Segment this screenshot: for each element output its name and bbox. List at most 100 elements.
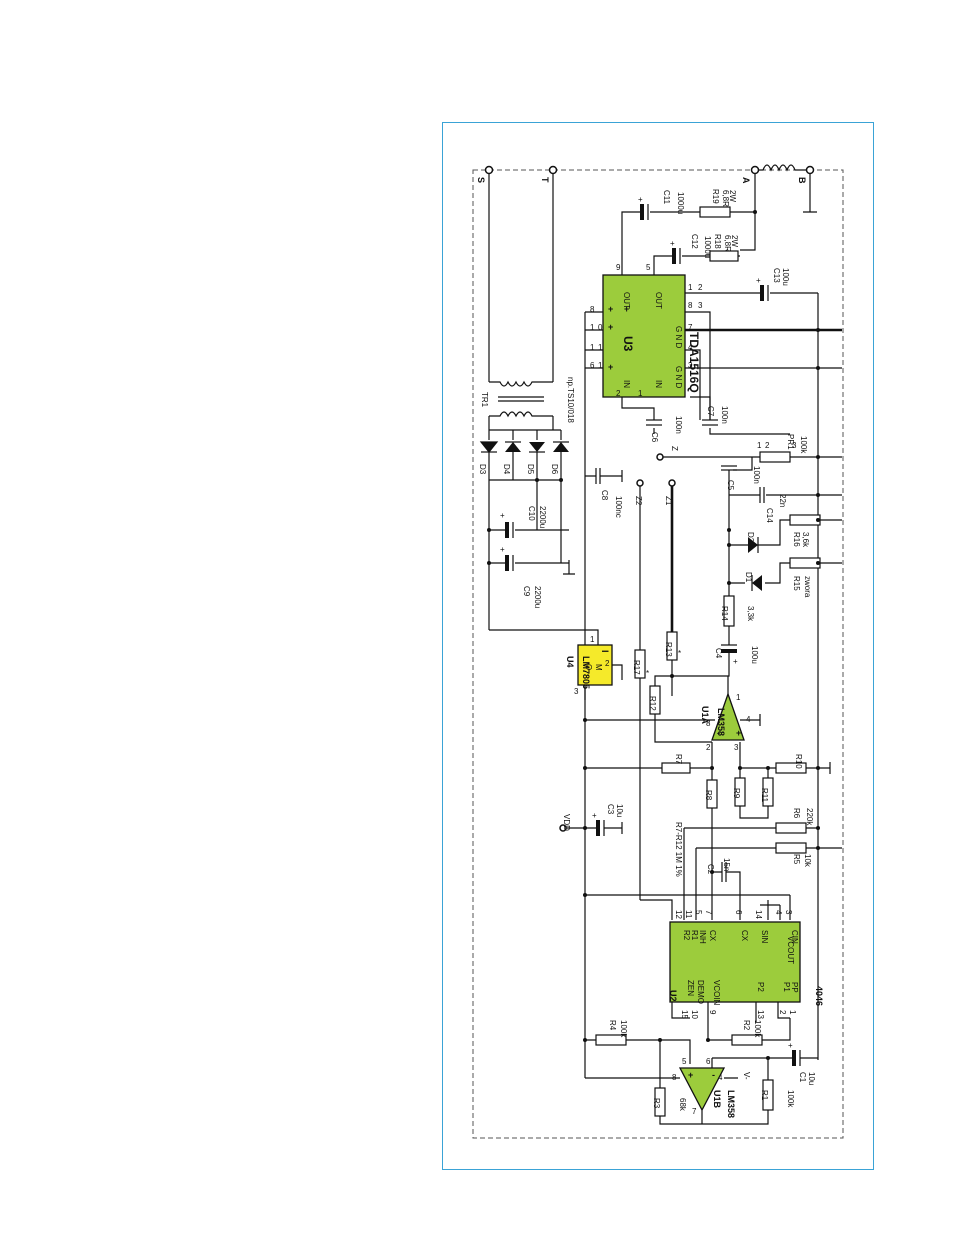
terminal-b[interactable]: B	[797, 165, 815, 185]
svg-text:D5: D5	[526, 464, 535, 475]
svg-text:C12: C12	[690, 234, 699, 249]
svg-text:+: +	[608, 362, 613, 372]
svg-text:C3: C3	[606, 804, 615, 815]
svg-text:0: 0	[598, 323, 603, 332]
svg-text:6: 6	[734, 910, 743, 915]
svg-text:9: 9	[708, 1010, 717, 1015]
svg-text:SIN: SIN	[760, 930, 769, 944]
wire-cap-bus	[536, 480, 562, 563]
svg-text:C1: C1	[798, 1072, 807, 1083]
svg-text:1: 1	[688, 283, 693, 292]
svg-text:PR1: PR1	[786, 434, 795, 450]
svg-text:-: -	[712, 1070, 715, 1080]
svg-text:6,8R: 6,8R	[721, 190, 730, 207]
svg-text:R15: R15	[792, 576, 801, 591]
svg-text:R3: R3	[652, 1098, 661, 1109]
svg-text:R8: R8	[704, 790, 713, 801]
schematic-frame	[442, 122, 874, 1170]
svg-text:INH: INH	[698, 930, 707, 944]
svg-text:4: 4	[718, 1073, 723, 1082]
wire-u2-bottom	[671, 1002, 790, 1040]
svg-text:1: 1	[598, 361, 603, 370]
terminal-t[interactable]: T	[540, 165, 558, 184]
svg-text:14: 14	[754, 910, 763, 919]
svg-text:C8: C8	[600, 490, 609, 501]
svg-text:CX: CX	[740, 930, 749, 942]
svg-text:PP: PP	[790, 982, 799, 993]
svg-text:D1: D1	[744, 572, 753, 583]
svg-text:D2: D2	[746, 532, 755, 543]
svg-text:U1A: U1A	[700, 706, 710, 725]
diode-d3: D3	[478, 441, 499, 475]
svg-text:OUT: OUT	[622, 292, 631, 309]
svg-text:100u: 100u	[781, 268, 790, 286]
wire-mains	[488, 174, 554, 382]
svg-text:C5: C5	[726, 480, 735, 491]
capacitor-c4: + C4 100u	[672, 644, 759, 677]
svg-text:Z1: Z1	[664, 496, 673, 506]
svg-text:O: O	[584, 664, 593, 670]
svg-text:R12: R12	[648, 696, 657, 711]
svg-text:np.TS10/018: np.TS10/018	[566, 377, 575, 423]
wire-u2-top	[585, 894, 791, 920]
u2-labels: U2 4046 ZEN DEMO VCOIN P2 P1 PP R2 R1 IN…	[668, 930, 824, 1006]
svg-text:P1: P1	[782, 982, 791, 992]
transformer-tr1: TR1 np.TS10/018	[480, 377, 575, 423]
svg-text:3: 3	[792, 441, 797, 450]
svg-text:+: +	[638, 195, 643, 204]
svg-text:LM358: LM358	[716, 708, 726, 736]
u2-pins: 12 11 5 7 6 14 4 3 15 10 9 13 2 1	[674, 910, 797, 1019]
resistor-r13: R13 *	[664, 631, 681, 696]
svg-text:1: 1	[590, 323, 595, 332]
terminal-vdd[interactable]: VDD	[559, 814, 571, 832]
svg-text:U1B: U1B	[712, 1090, 722, 1109]
svg-text:zwora: zwora	[803, 576, 812, 598]
svg-text:R7: R7	[674, 754, 683, 765]
terminal-z[interactable]: Z	[656, 446, 679, 461]
svg-text:100u: 100u	[750, 646, 759, 664]
svg-text:100k: 100k	[786, 1090, 795, 1108]
svg-text:+: +	[688, 1070, 693, 1080]
svg-text:100n: 100n	[752, 466, 761, 484]
svg-text:3: 3	[698, 301, 703, 310]
svg-text:G N D: G N D	[674, 326, 683, 348]
svg-text:R11: R11	[760, 788, 769, 803]
svg-text:5: 5	[646, 263, 651, 272]
u3-labels: U3 TDA1516Q OUT OUT IN IN G N D G N D + …	[608, 292, 701, 393]
svg-text:100k: 100k	[753, 1020, 762, 1038]
u4-labels: U4 LM7805 O M I 1 2 3	[565, 635, 610, 696]
svg-text:U2: U2	[668, 990, 678, 1002]
svg-text:11: 11	[684, 910, 693, 919]
potentiometer-pr1: 1 2 3 PR1 100k	[757, 434, 808, 463]
terminal-a[interactable]: A	[741, 165, 760, 185]
svg-text:R19: R19	[711, 189, 720, 204]
ground-b	[803, 174, 817, 213]
svg-text:7: 7	[692, 1107, 697, 1116]
svg-text:R10: R10	[794, 754, 803, 769]
svg-text:CX: CX	[708, 930, 717, 942]
svg-text:4: 4	[774, 910, 783, 915]
terminal-s[interactable]: S	[476, 165, 494, 184]
terminal-z2[interactable]: Z2	[634, 479, 644, 506]
svg-text:C7: C7	[706, 406, 715, 417]
svg-text:LM358: LM358	[726, 1090, 736, 1118]
terminal-z1[interactable]: Z1	[664, 479, 676, 506]
svg-text:R1: R1	[690, 930, 699, 941]
junction-dots	[487, 210, 820, 1060]
capacitor-c12: + C12 1000u	[670, 234, 712, 264]
svg-text:1: 1	[788, 1010, 797, 1015]
svg-text:I: I	[600, 650, 610, 653]
resistor-r2: R2 100k	[708, 1018, 791, 1046]
svg-text:68k: 68k	[678, 1098, 687, 1112]
svg-text:*: *	[646, 669, 649, 678]
capacitor-c8: C8 100nc	[585, 468, 623, 518]
svg-text:+: +	[756, 276, 761, 285]
svg-text:R5: R5	[792, 854, 801, 865]
svg-text:7: 7	[688, 323, 693, 332]
resistor-r12: R12	[648, 675, 712, 743]
svg-text:100k: 100k	[799, 436, 808, 454]
svg-text:10u: 10u	[807, 1072, 816, 1085]
svg-text:1: 1	[638, 389, 643, 398]
svg-text:R1: R1	[760, 1090, 769, 1101]
svg-text:6: 6	[706, 1057, 711, 1066]
